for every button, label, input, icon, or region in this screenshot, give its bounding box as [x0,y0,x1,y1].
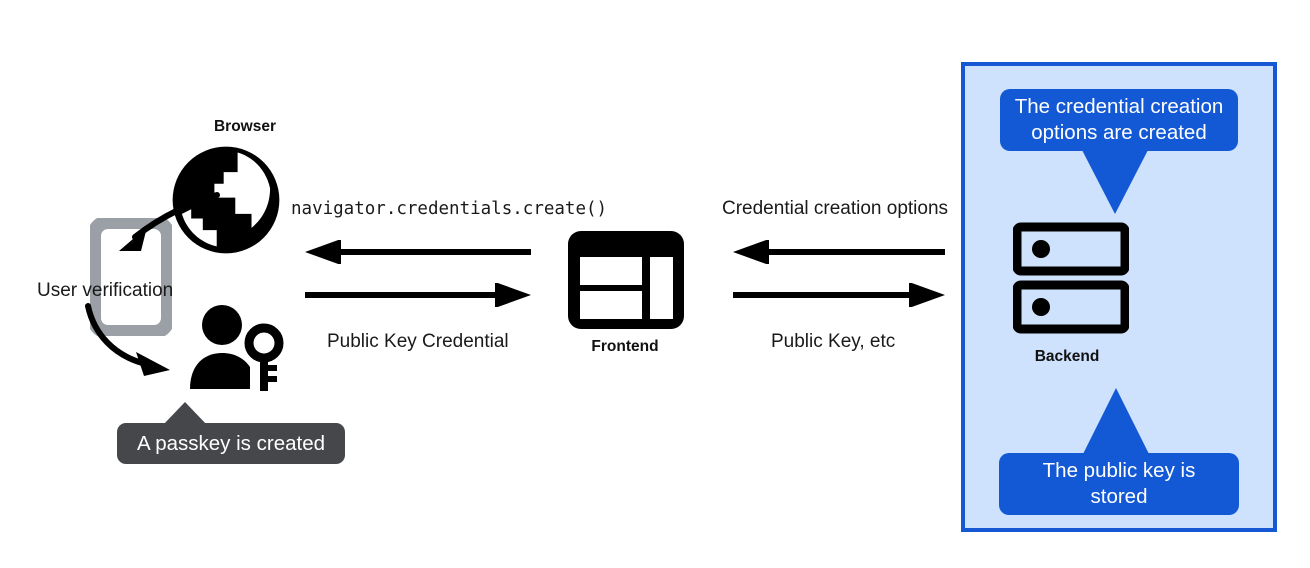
person-with-key-icon [190,305,284,391]
flow-label-navigator-credentials-create: navigator.credentials.create() [291,199,608,219]
flow-label-credential-creation-options: Credential creation options [722,198,949,219]
smartphone-icon [90,218,172,336]
arrow-backend-to-frontend-icon [733,240,945,264]
bubble-tail-down [1082,150,1148,214]
bubble-public-key-stored: The public key is stored [999,453,1239,515]
arrow-frontend-to-browser-icon [305,240,531,264]
server-stack-icon [1013,222,1129,334]
arrow-browser-to-frontend-icon [305,283,531,307]
tooltip-passkey-created: A passkey is created [117,423,345,464]
bubble-tail-up [1083,388,1149,454]
arrow-frontend-to-backend-icon [733,283,945,307]
backend-label: Backend [1034,348,1100,365]
tooltip-tail [163,402,207,425]
bubble-credential-creation-options: The credential creation options are crea… [1000,89,1238,151]
flow-label-public-key-credential: Public Key Credential [327,331,509,352]
flow-label-public-key-etc: Public Key, etc [771,331,896,352]
frontend-label: Frontend [591,338,659,355]
browser-window-icon [568,231,684,329]
user-verification-label: User verification [37,280,174,301]
arrow-browser-to-phone-icon [119,192,220,251]
arrow-phone-to-user-icon [85,303,170,376]
browser-label: Browser [213,118,277,135]
globe-icon [172,146,280,254]
